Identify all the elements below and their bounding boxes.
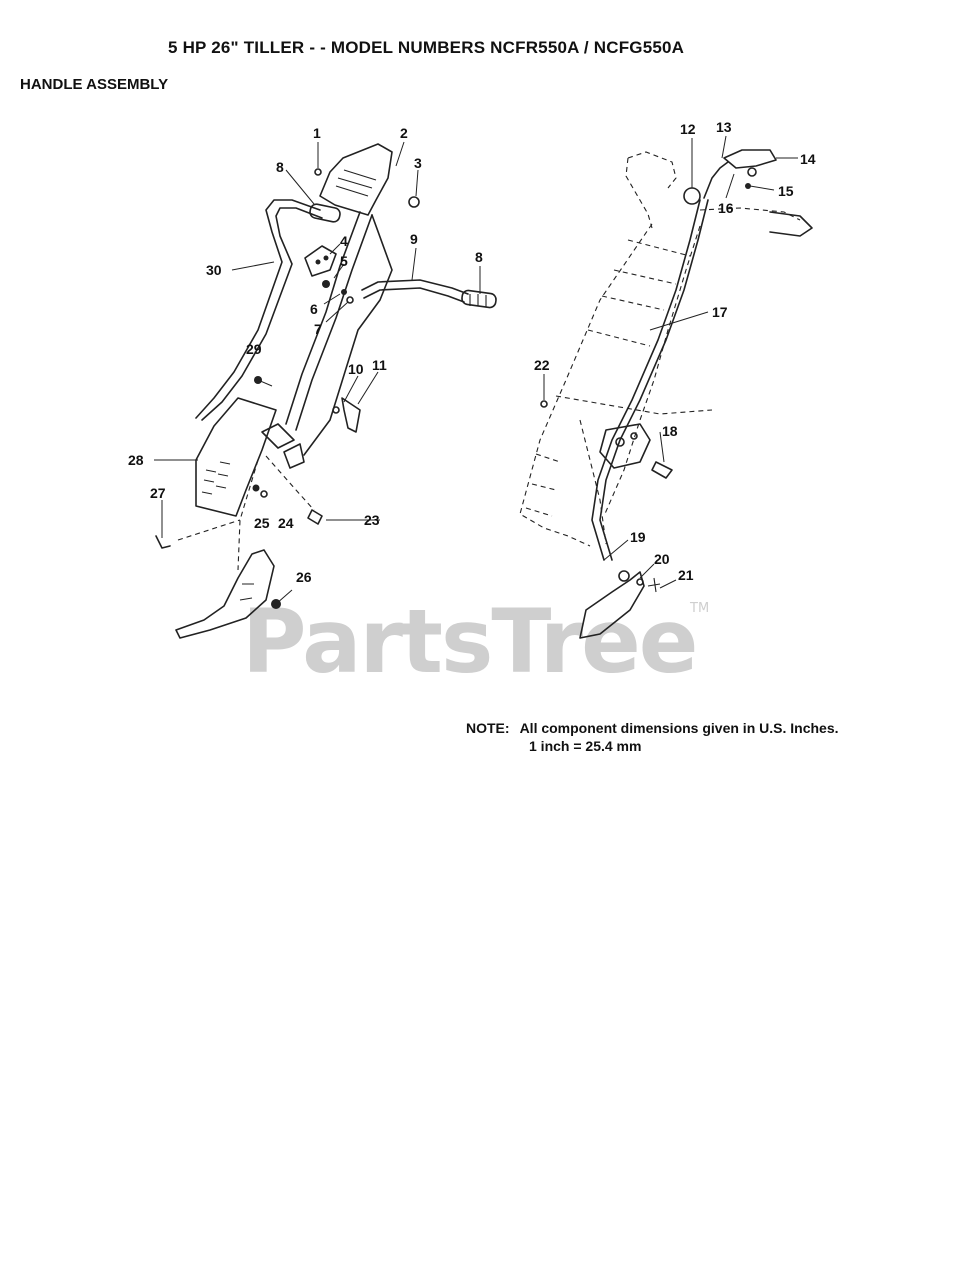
callout-10: 10 xyxy=(348,361,364,377)
callout-14: 14 xyxy=(800,151,816,167)
callout-23: 23 xyxy=(364,512,380,528)
section-title: HANDLE ASSEMBLY xyxy=(20,76,169,93)
watermark-trademark: TM xyxy=(689,601,709,616)
callout-2: 2 xyxy=(400,125,408,141)
callout-11: 11 xyxy=(372,357,387,373)
callout-19: 19 xyxy=(630,529,646,545)
page-title: 5 HP 26" TILLER - - MODEL NUMBERS NCFR55… xyxy=(168,38,685,57)
callout-6: 6 xyxy=(310,301,318,317)
callout-17: 17 xyxy=(712,304,728,320)
callout-15: 15 xyxy=(778,183,794,199)
callout-13: 13 xyxy=(716,119,732,135)
right-callouts: 12 13 14 15 16 17 22 18 19 20 21 xyxy=(534,119,816,583)
callout-18: 18 xyxy=(662,423,678,439)
left-callouts: 1 2 3 8 4 5 6 7 9 8 30 29 10 11 28 27 25… xyxy=(128,125,483,585)
callout-30: 30 xyxy=(206,262,222,278)
callout-3: 3 xyxy=(414,155,422,171)
callout-7: 7 xyxy=(314,321,322,337)
callout-20: 20 xyxy=(654,551,670,567)
callout-9: 9 xyxy=(410,231,418,247)
callout-26: 26 xyxy=(296,569,312,585)
callout-5: 5 xyxy=(340,253,348,269)
callout-29: 29 xyxy=(246,341,262,357)
callout-21: 21 xyxy=(678,567,694,583)
callout-16: 16 xyxy=(718,200,734,216)
callout-28: 28 xyxy=(128,452,144,468)
callout-12: 12 xyxy=(680,121,696,137)
right-assembly xyxy=(519,149,813,639)
callout-1: 1 xyxy=(313,125,321,141)
callout-8a: 8 xyxy=(276,159,284,175)
note-label: NOTE: xyxy=(466,720,510,736)
watermark-text: PartsTree xyxy=(242,590,696,693)
callout-4: 4 xyxy=(340,233,348,249)
left-leader-lines xyxy=(154,141,481,605)
callout-22: 22 xyxy=(534,357,550,373)
callout-25: 25 xyxy=(254,515,270,531)
note-line1: All component dimensions given in U.S. I… xyxy=(519,720,839,736)
callout-24: 24 xyxy=(278,515,294,531)
right-leader-lines xyxy=(543,135,798,589)
callout-8b: 8 xyxy=(475,249,483,265)
left-assembly xyxy=(155,143,497,639)
note: NOTE: All component dimensions given in U… xyxy=(466,720,839,736)
note-line2: 1 inch = 25.4 mm xyxy=(529,738,642,754)
callout-27: 27 xyxy=(150,485,166,501)
